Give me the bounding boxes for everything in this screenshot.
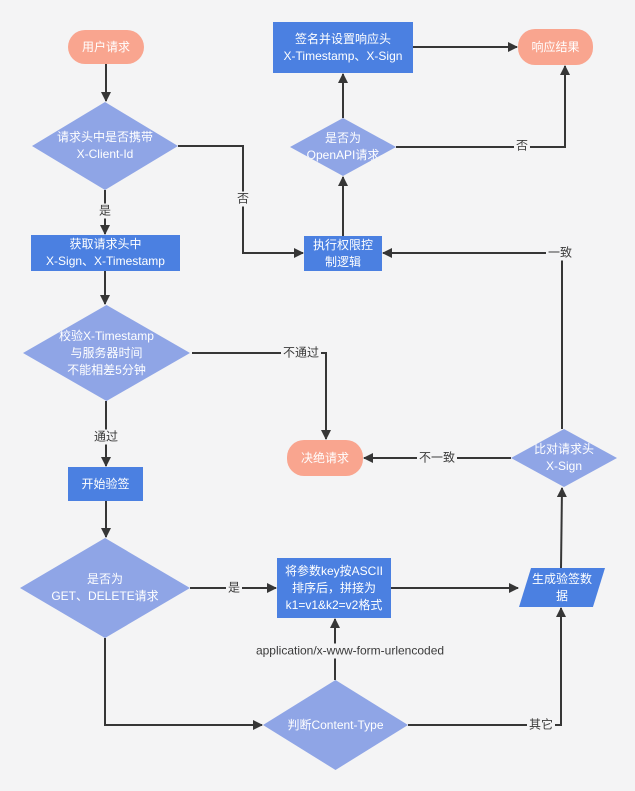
node-response-result: 响应结果	[518, 29, 593, 65]
edge-label-clientid-no: 否	[234, 191, 252, 207]
node-start-verify: 开始验签	[68, 467, 143, 501]
edge-label-contenttype-other: 其它	[526, 717, 556, 733]
edge-compare-match-to-permission	[382, 248, 563, 429]
node-get-headers: 获取请求头中 X-Sign、X-Timestamp	[31, 235, 180, 271]
edge-openapi-no-to-result	[396, 65, 570, 148]
node-sort-params: 将参数key按ASCII 排序后，拼接为 k1=v1&k2=v2格式	[277, 558, 391, 618]
node-permission-logic: 执行权限控 制逻辑	[304, 236, 382, 271]
node-sign-response-headers: 签名并设置响应头 X-Timestamp、X-Sign	[273, 22, 413, 73]
edge-label-getdelete-yes: 是	[225, 580, 243, 596]
edge-label-openapi-no: 否	[513, 138, 531, 154]
node-user-request: 用户请求	[68, 30, 144, 64]
node-generate-sign-data: 生成验签数 据	[519, 568, 605, 607]
edge-label-sign-not-match: 不一致	[416, 450, 458, 466]
edge-gensign-to-compare	[556, 487, 567, 569]
edge-method-no-to-contenttype	[104, 638, 263, 730]
edge-label-clientid-yes: 是	[96, 203, 114, 219]
edge-timestamp-fail-to-reject	[192, 352, 331, 440]
edge-label-timestamp-fail: 不通过	[280, 345, 322, 361]
edge-label-sign-match: 一致	[545, 245, 575, 261]
edge-label-timestamp-pass: 通过	[91, 429, 121, 445]
edge-label-contenttype-form-urlencoded: application/x-www-form-urlencoded	[253, 643, 447, 659]
node-reject-request: 决绝请求	[287, 440, 363, 476]
edge-contenttype-other-to-gensign	[408, 607, 566, 726]
